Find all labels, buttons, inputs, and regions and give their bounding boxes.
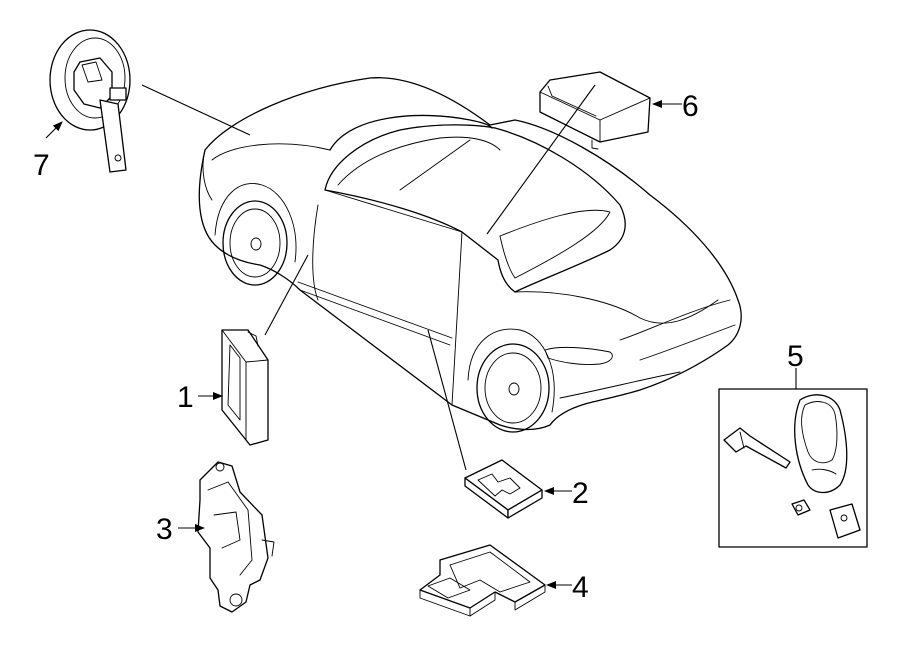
- key-set-part-5: [718, 388, 868, 548]
- callout-1: 1: [177, 381, 194, 414]
- callout-7: 7: [33, 149, 50, 182]
- tray-part-4: [419, 544, 546, 617]
- module-part-6: [539, 71, 651, 150]
- callout-3: 3: [156, 513, 173, 546]
- callout-6: 6: [682, 90, 699, 123]
- callout-2: 2: [572, 477, 589, 510]
- callout-5: 5: [787, 340, 804, 373]
- bracket-part-3: [197, 461, 275, 613]
- callout-arrows: [45, 100, 682, 589]
- leader-lines: [141, 84, 797, 471]
- callout-4: 4: [572, 571, 589, 604]
- module-part-2: [464, 459, 543, 519]
- module-part-1: [221, 329, 269, 446]
- horn-part: [49, 29, 131, 173]
- car-outline: [198, 77, 742, 433]
